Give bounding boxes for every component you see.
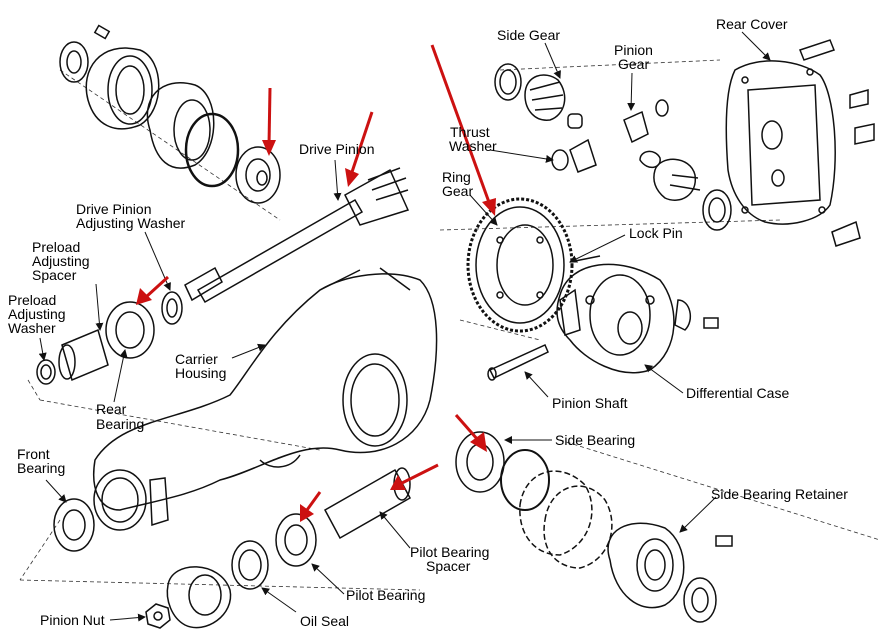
label-side-bearing-retainer: Side Bearing Retainer [711,486,848,502]
label-preload-adjusting-spacer-2: Adjusting [32,253,90,269]
red-indicator-arrows [136,44,496,522]
label-thrust-washer-2: Washer [449,138,497,154]
rear-cover-drawing [725,39,875,247]
label-front-bearing-1: Front [17,446,50,462]
front-pinion-parts [145,467,412,629]
label-preload-adjusting-spacer-3: Spacer [32,267,77,283]
label-pinion-gear-1: Pinion [614,42,653,58]
side-bearing-parts [455,431,733,623]
differential-gears [494,63,732,231]
label-preload-adjusting-spacer-1: Preload [32,239,81,255]
label-differential-case: Differential Case [686,385,790,401]
label-pilot-bearing: Pilot Bearing [346,587,426,603]
label-preload-adjusting-washer-3: Washer [8,320,56,336]
label-carrier-housing-1: Carrier [175,351,218,367]
label-pinion-gear-2: Gear [618,56,650,72]
label-lock-pin: Lock Pin [629,225,683,241]
carrier-housing-drawing [93,267,438,531]
label-pilot-bearing-spacer-2: Spacer [426,558,471,574]
label-rear-bearing-2: Bearing [96,416,145,432]
label-carrier-housing-2: Housing [175,365,227,381]
label-front-bearing-2: Bearing [17,460,66,476]
alignment-lines [19,59,881,591]
label-thrust-washer-1: Thrust [450,124,490,140]
label-rear-bearing-1: Rear [96,401,127,417]
pinion-retainer-assembly [59,24,281,204]
label-ring-gear-2: Gear [442,183,474,199]
leader-lines [38,31,771,622]
label-pinion-nut: Pinion Nut [40,612,105,628]
label-oil-seal: Oil Seal [300,613,350,629]
label-pinion-shaft: Pinion Shaft [552,395,628,411]
ring-gear-drawing [466,197,574,333]
front-bearing-drawing [53,498,95,552]
differential-case-drawing [487,255,719,381]
label-pilot-bearing-spacer-1: Pilot Bearing [410,544,490,560]
label-drive-pinion-adjusting-washer-2: Adjusting Washer [76,215,186,231]
label-side-gear: Side Gear [497,27,561,43]
label-drive-pinion-adjusting-washer-1: Drive Pinion [76,201,152,217]
label-preload-adjusting-washer-1: Preload [8,292,57,308]
drive-pinion [184,167,410,304]
bearing-stack [36,291,183,385]
label-rear-cover: Rear Cover [716,16,788,32]
label-ring-gear-1: Ring [442,169,471,185]
label-side-bearing: Side Bearing [555,432,636,448]
label-drive-pinion: Drive Pinion [299,141,375,157]
label-preload-adjusting-washer-2: Adjusting [8,306,66,322]
